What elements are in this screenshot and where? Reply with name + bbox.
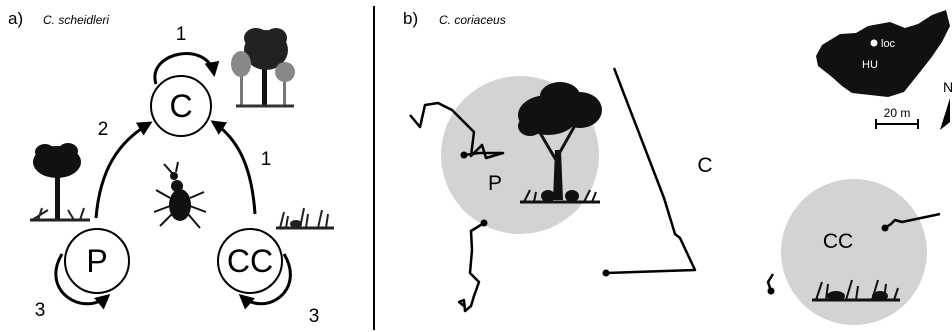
edge-label-p-self: 3	[35, 300, 46, 321]
grass-icon	[812, 279, 900, 302]
inset-map: loc HU	[816, 10, 950, 97]
edge-c-self-loop	[153, 52, 220, 85]
node-p-label: P	[86, 243, 107, 279]
beetle-icon	[153, 161, 207, 229]
node-p: P	[64, 228, 130, 294]
zone-cc-area	[781, 179, 927, 325]
north-arrow-icon: N	[940, 79, 952, 130]
node-c-label: C	[169, 88, 192, 124]
panel-a-letter: a)	[8, 9, 23, 28]
forest-icon	[231, 28, 295, 108]
edge-p-self-loop	[54, 253, 111, 310]
panel-b-species-label: C. coriaceus	[439, 13, 506, 27]
node-cc-label: CC	[227, 243, 273, 279]
track-path	[409, 101, 505, 160]
scale-bar: 20 m	[875, 106, 919, 129]
edge-label-cc-self: 3	[309, 306, 320, 327]
edge-p-to-c	[94, 121, 153, 219]
panel-a: a) C. scheidleri C P CC 1 2 1 3 3	[8, 9, 334, 327]
zone-label-p: P	[488, 172, 502, 195]
edge-label-p-to-c: 2	[98, 119, 109, 140]
edge-label-cc-to-c: 1	[261, 149, 272, 170]
map-country-label: HU	[862, 59, 878, 71]
track-path	[457, 221, 485, 313]
panel-b-letter: b)	[403, 9, 418, 28]
zone-label-c: C	[697, 154, 712, 177]
north-label: N	[943, 79, 952, 95]
tree-icon	[518, 82, 602, 204]
grass-icon	[276, 207, 334, 230]
edge-label-c-self: 1	[176, 24, 187, 45]
track-path	[884, 212, 941, 230]
node-c: C	[150, 75, 212, 137]
location-marker	[870, 39, 878, 47]
map-location-label: loc	[881, 38, 896, 50]
node-cc: CC	[217, 228, 283, 294]
edge-cc-to-c	[210, 120, 257, 215]
tree-icon	[30, 143, 90, 222]
scale-bar-label: 20 m	[884, 106, 911, 120]
edge-cc-self-loop	[238, 253, 292, 310]
zone-label-cc: CC	[823, 230, 853, 253]
track-path	[605, 67, 697, 275]
track-endpoints	[460, 151, 889, 295]
panel-a-species-label: C. scheidleri	[43, 13, 109, 27]
panel-b: b) C. coriaceus P C CC	[403, 9, 952, 325]
movement-tracks	[409, 67, 941, 313]
